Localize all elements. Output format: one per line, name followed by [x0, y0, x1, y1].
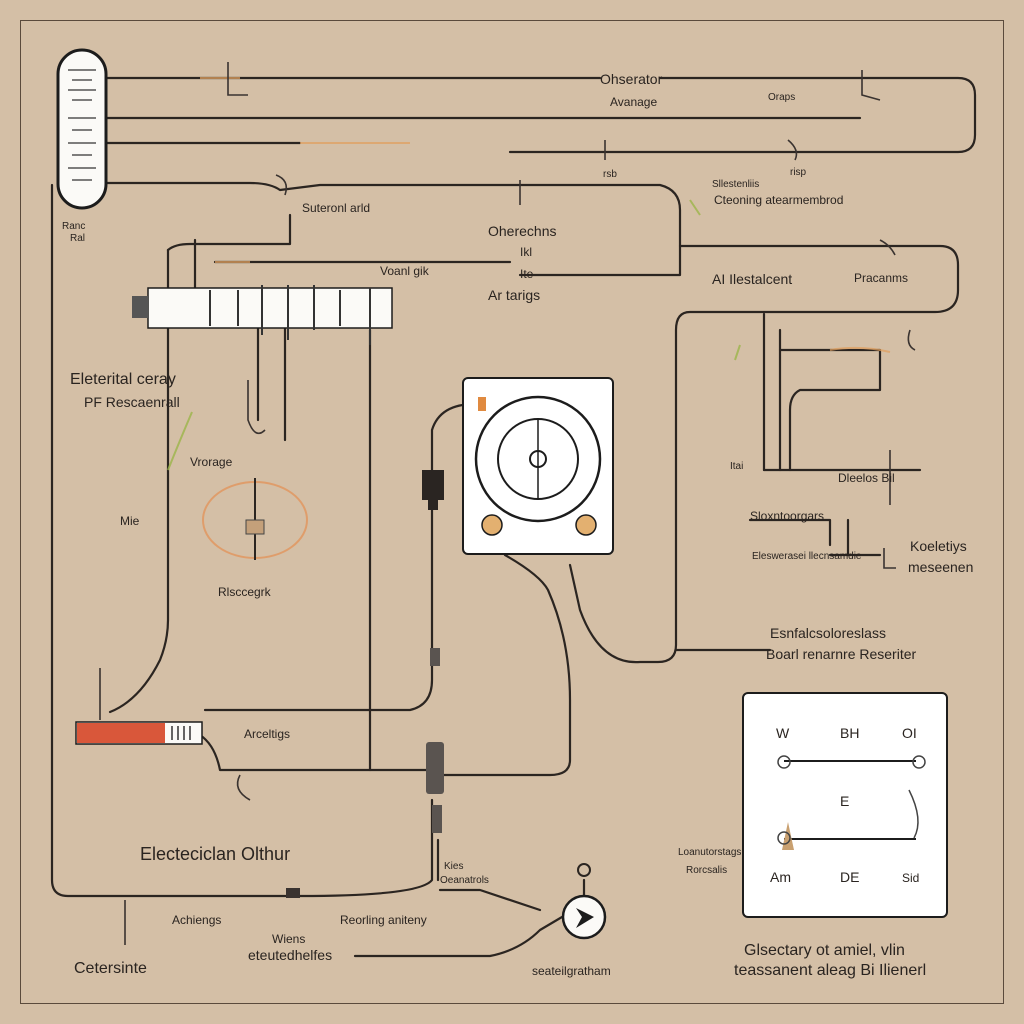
label-top-wire-1: Ohserator: [600, 71, 663, 87]
label-bottom-right-2: teassanent aleag Bi Ilienerl: [734, 962, 927, 979]
table-middle: E: [840, 793, 850, 809]
label-center-2: Voanl gik: [380, 264, 429, 278]
table-rule-bottom: [784, 838, 916, 840]
table-header-1: W: [776, 725, 790, 741]
label-bottom-left-title: Cetersinte: [74, 960, 147, 977]
label-kies-sub: Oeanatrols: [440, 875, 489, 886]
label-right-small: Itai: [730, 461, 744, 472]
label-right-seal-1: Sloxntoorgars: [750, 509, 825, 523]
diagram-title: Electeciclan Olthur: [140, 844, 291, 864]
scale-bar-icon: [132, 285, 393, 345]
label-center-2-sub: Ite: [520, 267, 534, 281]
bulb-icon: [577, 863, 591, 877]
table-footer-2: DE: [840, 869, 860, 885]
table-header-2: BH: [840, 725, 860, 741]
label-right-seal-2: Eleswerasei llecnsamdie: [752, 551, 862, 562]
label-mid-wire: Suteronl arld: [302, 201, 371, 215]
label-right-caption-2: Boarl renarnre Reseriter: [766, 646, 917, 662]
table-rule-top: [784, 760, 916, 762]
label-resistor: Rlsccegrk: [218, 585, 271, 599]
label-bottom-right-tag-1: Loanutorstags: [678, 847, 742, 858]
label-left-scale-tag2: Ral: [70, 233, 86, 244]
label-bottom-right-1: Glsectary ot amiel, vlin: [744, 942, 905, 959]
label-center-1-sub: Ikl: [520, 245, 532, 259]
label-bottom-left-small: Arceltigs: [244, 727, 291, 741]
label-top-wire-2: Avanage: [610, 95, 658, 109]
label-bottom-right-tag-2: Rorcsalis: [686, 865, 728, 876]
label-left-scale-tag: Ranc: [62, 221, 86, 232]
label-mie: Mie: [120, 514, 140, 528]
label-right-loop: Dleelos Bil: [838, 471, 895, 485]
meter-panel: [462, 377, 614, 555]
thermometer-icon: [56, 48, 108, 210]
arrow-dial-icon: [561, 894, 607, 940]
table-footer-3: Sid: [902, 871, 920, 885]
label-wiens-2: eteutedhelfes: [248, 947, 333, 963]
label-small-right: risp: [790, 167, 807, 178]
label-left-big-2: PF Rescaenrall: [84, 394, 180, 410]
resistor-coil-icon: [202, 478, 308, 560]
label-reorling: Reorling aniteny: [340, 913, 427, 927]
label-right-mid-2: Pracanms: [854, 271, 909, 285]
label-right-mid-1: AI Ilestalcent: [712, 271, 793, 287]
label-vorage: Vrorage: [190, 455, 233, 469]
label-achiengs: Achiengs: [172, 913, 222, 927]
brush-icon: [777, 755, 926, 850]
value-table-panel: W BH OI E Am DE Sid: [742, 692, 948, 918]
label-header-right-1: Sllestenliis: [712, 179, 760, 190]
label-small-dot: rsb: [603, 169, 617, 180]
diagram-frame: [20, 20, 1004, 1004]
label-right-big-1: Koeletiys: [910, 538, 967, 554]
table-footer-1: Am: [770, 869, 791, 885]
label-left-big-1: Eleterital ceray: [70, 371, 176, 388]
plug-icon: [422, 470, 444, 833]
label-top-right: Oraps: [768, 92, 796, 103]
meter-dial-icon: [474, 395, 602, 536]
label-right-big-2: meseenen: [908, 559, 974, 575]
red-bar-icon: [75, 721, 203, 745]
label-bottom-center: seateilgratham: [532, 964, 611, 978]
label-center-1: Oherechns: [488, 223, 557, 239]
clamp-icon: [99, 62, 916, 945]
table-header-3: OI: [902, 725, 917, 741]
label-right-caption-1: Esnfalcsoloreslass: [770, 625, 886, 641]
label-center-3: Ar tarigs: [488, 287, 541, 303]
label-wiens-1: Wiens: [272, 932, 306, 946]
label-kies: Kies: [444, 861, 464, 872]
label-header-right-2: Cteoning atearmembrod: [714, 193, 844, 207]
